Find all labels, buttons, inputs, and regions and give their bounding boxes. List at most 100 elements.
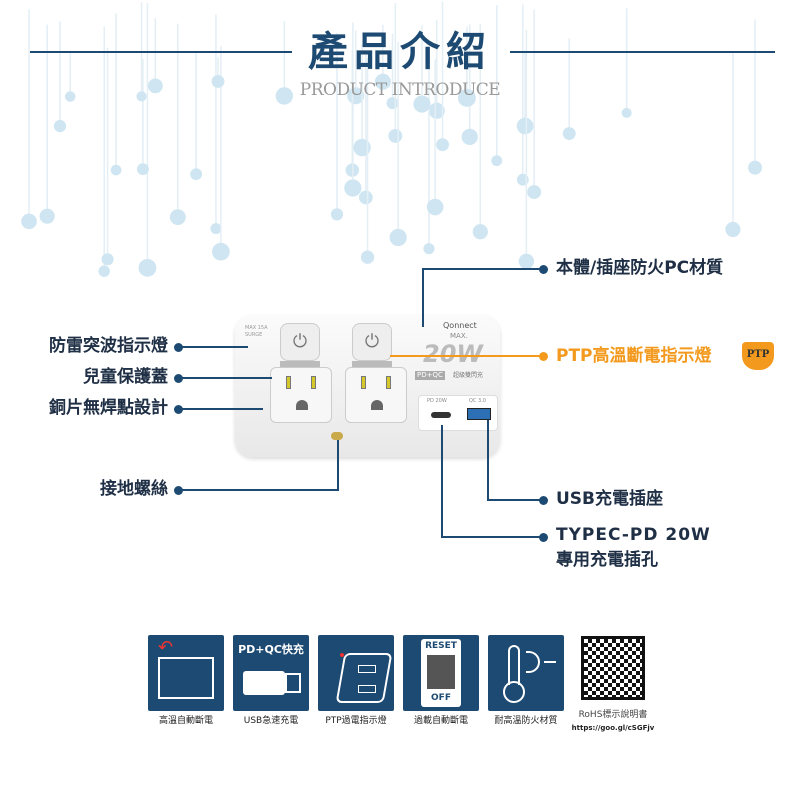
circuit-node [461, 128, 478, 146]
circuit-node [353, 138, 371, 157]
callout-child-cover: 兒童保護蓋 [83, 367, 168, 387]
callout-line [178, 377, 272, 379]
callout-usb: USB充電插座 [556, 489, 664, 509]
callout-ptp: PTP高溫斷電指示燈 [556, 346, 712, 366]
circuit-node [374, 73, 391, 90]
circuit-node [423, 243, 435, 255]
circuit-node [21, 213, 37, 230]
callout-dot [539, 265, 548, 274]
circuit-node [136, 163, 149, 176]
thermal-cutoff-icon: ↶ [148, 635, 224, 711]
usb-port-panel: PD 20W QC 3.0 [418, 395, 498, 431]
ground-screw [331, 432, 343, 440]
qr-url[interactable]: https://goo.gl/cSGFjv [571, 724, 655, 732]
circuit-node [562, 127, 576, 141]
circuit-node [725, 221, 741, 238]
callout-line [178, 346, 248, 348]
callout-line [487, 499, 542, 501]
callout-typec-2: 專用充電插孔 [556, 550, 658, 570]
callout-line [487, 420, 489, 501]
circuit-node [39, 208, 55, 224]
pd-port-label: PD 20W [427, 398, 447, 404]
header-line-left [30, 51, 292, 53]
circuit-node [53, 119, 67, 133]
feature-caption: 耐高溫防火材質 [494, 716, 558, 726]
thermometer-icon [488, 635, 564, 711]
ptp-shield-icon: PTP [742, 342, 774, 370]
outlet-1 [270, 367, 332, 423]
callout-line [337, 440, 339, 491]
surge-text: MAX 15A SURGE [245, 325, 268, 338]
circuit-node [210, 223, 222, 235]
feature-text: 超級雙閃充 [453, 372, 484, 379]
ptp-indicator-1 [280, 361, 320, 370]
ptp-indicator-icon [318, 635, 394, 711]
circuit-node [98, 265, 110, 277]
power-strip-image: MAX 15A SURGE ⏻ ⏻ Qonnect MAX. 20W PD+QC… [235, 315, 500, 457]
callout-dot [174, 405, 183, 414]
circuit-node [426, 198, 444, 216]
circuit-node [428, 102, 445, 119]
callout-line [178, 408, 263, 410]
circuit-node [275, 87, 294, 105]
circuit-node [472, 224, 488, 240]
circuit-node [138, 258, 157, 277]
circuit-node [101, 253, 114, 266]
ptp-indicator-2 [352, 361, 392, 370]
circuit-node [136, 91, 147, 102]
usb-icon-title: PD+QC快充 [238, 643, 304, 656]
callout-copper: 銅片無焊點設計 [49, 398, 168, 418]
feature-caption: USB急速充電 [243, 716, 299, 726]
circuit-node [344, 179, 362, 197]
header-line-right [510, 51, 775, 53]
circuit-node [518, 253, 535, 269]
usb-icon: PD+QC快充 [233, 635, 309, 711]
circuit-node [212, 242, 230, 261]
callout-dot [174, 343, 183, 352]
circuit-node [413, 95, 431, 113]
feature-caption: 高溫自動斷電 [158, 716, 213, 726]
callout-dot [539, 352, 548, 361]
outlet-2 [345, 367, 407, 423]
circuit-node [147, 78, 163, 94]
callout-line [422, 269, 424, 327]
feature-caption: PTP過電指示燈 [325, 716, 387, 726]
circuit-node [110, 164, 122, 176]
qc-port-label: QC 3.0 [469, 398, 486, 404]
usb-a-port [467, 408, 491, 420]
callout-dot [174, 374, 183, 383]
circuit-node [211, 74, 225, 88]
circuit-node [347, 87, 365, 105]
callout-surge-indicator: 防雷突波指示燈 [49, 336, 168, 356]
circuit-node [457, 88, 476, 107]
callout-dot [539, 533, 548, 542]
page-subtitle: PRODUCT INTRODUCE [299, 80, 501, 100]
circuit-background [21, 1, 763, 277]
callout-line [422, 268, 542, 270]
brand-logo: Qonnect [443, 321, 477, 330]
circuit-node [527, 185, 542, 200]
callout-typec-1: TYPEC-PD 20W [556, 525, 711, 545]
callout-pc-material: 本體/插座防火PC材質 [556, 258, 724, 278]
pdqc-badge: PD+QC [415, 371, 445, 380]
max-label: MAX. [450, 332, 468, 340]
callout-line-ptp [390, 355, 542, 357]
circuit-node [491, 155, 503, 167]
callout-ground-screw: 接地螺絲 [100, 479, 168, 499]
reset-switch-icon: RESET OFF [403, 635, 479, 711]
qr-caption: RoHS標示說明書 [578, 710, 648, 720]
circuit-node [64, 91, 76, 102]
circuit-node [621, 107, 632, 118]
circuit-node [360, 250, 375, 264]
circuit-node [190, 168, 203, 181]
page-title: 產品介紹 [308, 29, 492, 75]
callout-line [178, 489, 338, 491]
circuit-node [359, 190, 373, 205]
power-button-1: ⏻ [280, 323, 320, 361]
reset-label: RESET [425, 641, 457, 651]
callout-line [441, 425, 443, 537]
qr-code[interactable] [581, 636, 645, 700]
circuit-node [436, 138, 449, 152]
feature-caption: 過載自動斷電 [413, 716, 468, 726]
callout-dot [539, 496, 548, 505]
